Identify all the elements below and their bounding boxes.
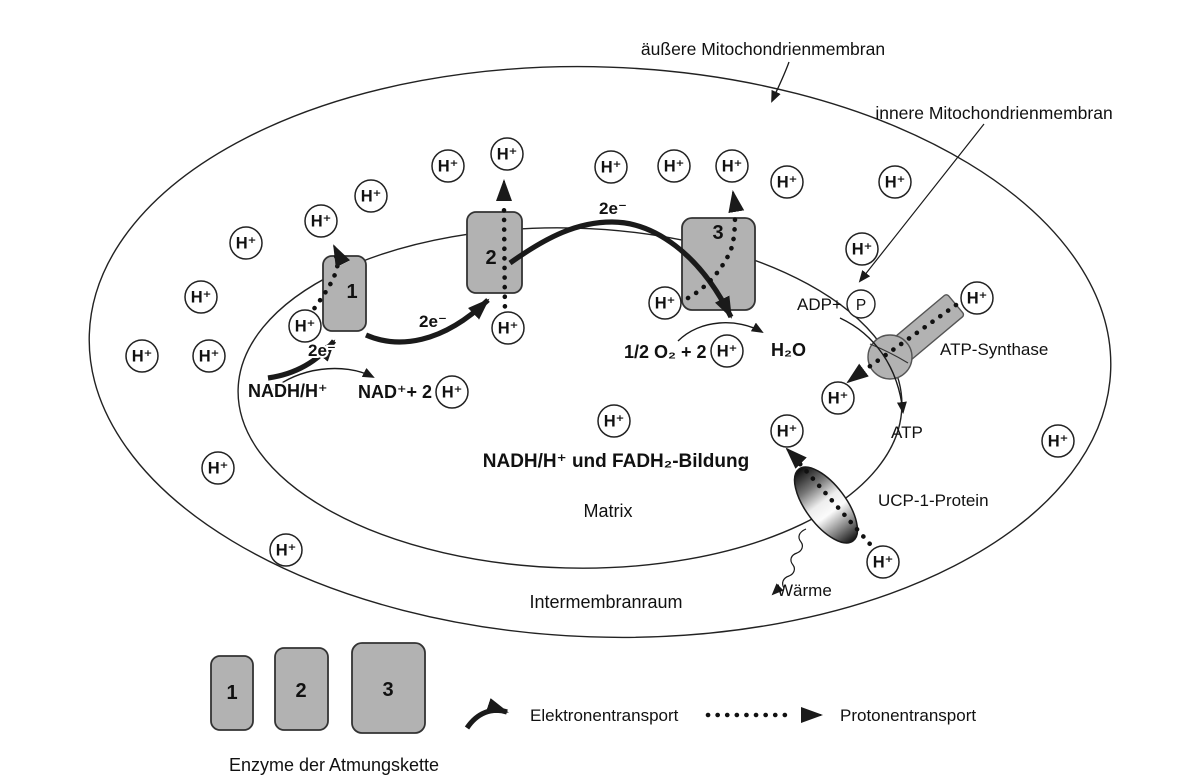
h-plus-ion (770, 414, 804, 448)
complex-2-number: 2 (485, 247, 496, 269)
electron-arrow-nadh-to-c1 (267, 339, 337, 381)
atp-synthase-label: ATP-Synthase (940, 340, 1048, 359)
legend-box-2 (274, 647, 329, 731)
electron-pair-label-2: 2e⁻ (419, 312, 447, 331)
h-plus-ion (821, 381, 855, 415)
h-plus-ion (304, 204, 338, 238)
h-plus-ion (648, 286, 682, 320)
heat-squiggle (782, 528, 807, 589)
electron-arrow-c1-to-c2 (364, 298, 490, 345)
adp-label: ADP+ (797, 295, 842, 314)
h-plus-ion (269, 533, 303, 567)
legend-box-1-number: 1 (226, 682, 237, 704)
outer-membrane-label: äußere Mitochondrienmembran (641, 39, 885, 59)
h-plus-ion (657, 149, 691, 183)
membranes (88, 65, 1112, 639)
legend-box-3-number: 3 (382, 679, 393, 701)
legend-box-1 (210, 655, 254, 731)
intermembrane-space-label: Intermembranraum (529, 592, 682, 612)
oxygen-label: 1/2 O₂ + 2 (624, 342, 707, 362)
complex-1-box (322, 255, 367, 332)
nadh-to-nad-arrow (270, 367, 375, 392)
water-label: H₂O (771, 340, 806, 360)
nad-label: NAD⁺+ 2 (358, 382, 432, 402)
legend: 1 2 3 Enzyme der Atmungskette Elektronen… (210, 642, 976, 775)
o2-to-h2o-arrow (677, 322, 764, 342)
legend-box-3 (351, 642, 426, 734)
atp-label: ATP (891, 423, 923, 442)
outer-membrane-pointer-arrow (771, 61, 790, 103)
h-plus-ion (866, 545, 900, 579)
h-plus-ion (960, 281, 994, 315)
h-plus-ion (715, 149, 749, 183)
h-plus-ion (431, 149, 465, 183)
phosphate-label: P (856, 297, 866, 314)
proton-path-atp-synthase (863, 302, 959, 372)
h-plus-ion (125, 339, 159, 373)
h-plus-ion (288, 309, 322, 343)
h-plus-ion (878, 165, 912, 199)
h-plus-ion (184, 280, 218, 314)
inner-membrane-pointer-arrow (858, 123, 985, 283)
matrix-label: Matrix (584, 501, 633, 521)
ucp1-label: UCP-1-Protein (878, 491, 989, 510)
proton-path-complex-3 (685, 213, 738, 301)
proton-arrowhead-ucp (785, 447, 807, 469)
complex-1-number: 1 (346, 281, 357, 303)
h-plus-ion (710, 334, 744, 368)
proton-arrowheads (333, 179, 869, 469)
legend-electron-arrow (464, 698, 509, 730)
legend-box-2-number: 2 (295, 680, 306, 702)
h-plus-ion (229, 226, 263, 260)
electron-pair-label-1: 2e⁻ (308, 341, 336, 360)
electron-transport-arrows (267, 219, 734, 381)
proton-arrowhead-atp-synthase (846, 363, 869, 384)
h-plus-ion (597, 404, 631, 438)
ucp1-protein (793, 466, 859, 544)
nadh-label: NADH/H⁺ (248, 381, 328, 401)
h-plus-ion (201, 451, 235, 485)
h-plus-ion (192, 339, 226, 373)
inner-membrane-label: innere Mitochondrienmembran (875, 103, 1112, 123)
legend-caption: Enzyme der Atmungskette (229, 755, 439, 775)
h-plus-ion (435, 375, 469, 409)
membrane-over-synthase (869, 343, 909, 364)
h-plus-ion (1041, 424, 1075, 458)
atp-synthase-head (867, 334, 913, 380)
h-plus-ion (491, 311, 525, 345)
electron-pair-label-3: 2e⁻ (599, 199, 627, 218)
heat-arrowhead (771, 583, 784, 596)
heat-label: Wärme (777, 581, 832, 600)
legend-proton-label: Protonentransport (840, 706, 976, 725)
h-plus-ion (490, 137, 524, 171)
formation-caption: NADH/H⁺ und FADH₂-Bildung (483, 451, 749, 472)
electron-arrow-c2-to-c3 (508, 219, 734, 319)
h-plus-ion (770, 165, 804, 199)
h-plus-ion (845, 232, 879, 266)
proton-path-ucp (791, 454, 879, 554)
h-plus-ion (594, 150, 628, 184)
proton-arrowhead-c1 (333, 244, 351, 268)
h-plus-ion (354, 179, 388, 213)
legend-electron-label: Elektronentransport (530, 706, 679, 725)
adp-to-atp-arrow (839, 317, 907, 414)
phosphate-circle (846, 289, 876, 319)
complex-3-number: 3 (712, 222, 723, 244)
proton-arrowhead-c3 (728, 190, 745, 214)
proton-path-complex-2 (501, 207, 508, 319)
reaction-arrows (270, 317, 907, 596)
